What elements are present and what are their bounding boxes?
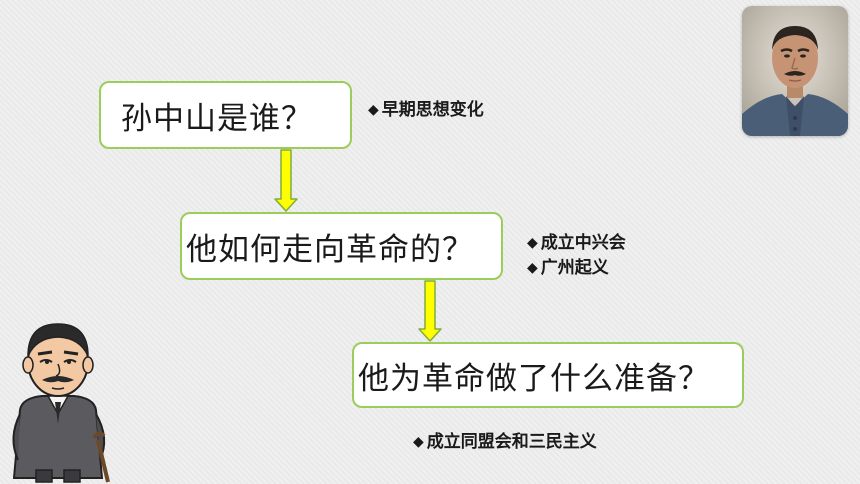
question-text-3: 他为革命做了什么准备？ <box>358 360 710 397</box>
down-arrow-icon-1 <box>274 149 298 212</box>
question-box-2: 他如何走向革命的？ <box>180 212 503 280</box>
question-box-3: 他为革命做了什么准备？ <box>352 342 744 408</box>
note-text: 早期思想变化 <box>381 100 484 120</box>
note-text: 成立中兴会 <box>540 233 626 253</box>
diamond-bullet-icon: ◆ <box>527 235 538 251</box>
note-text: 成立同盟会和三民主义 <box>426 432 597 452</box>
portrait-image-icon <box>742 6 848 136</box>
notes-group-1: ◆ 早期思想变化 <box>368 98 484 123</box>
note-text: 广州起义 <box>540 258 609 278</box>
notes-group-3: ◆ 成立同盟会和三民主义 <box>413 430 597 455</box>
portrait-photo <box>742 6 848 136</box>
question-text-1: 孙中山是谁？ <box>121 100 313 137</box>
diamond-bullet-icon: ◆ <box>368 102 379 118</box>
question-text-2: 他如何走向革命的？ <box>186 231 474 268</box>
diamond-bullet-icon: ◆ <box>527 260 538 276</box>
notes-group-2: ◆ 成立中兴会 ◆ 广州起义 <box>527 231 626 281</box>
cartoon-figure <box>12 323 110 483</box>
note-item: ◆ 早期思想变化 <box>368 98 484 123</box>
note-item: ◆ 广州起义 <box>527 256 626 281</box>
down-arrow-icon-2 <box>418 280 442 342</box>
note-item: ◆ 成立同盟会和三民主义 <box>413 430 597 455</box>
diamond-bullet-icon: ◆ <box>413 434 424 450</box>
note-item: ◆ 成立中兴会 <box>527 231 626 256</box>
question-box-1: 孙中山是谁？ <box>99 81 352 149</box>
